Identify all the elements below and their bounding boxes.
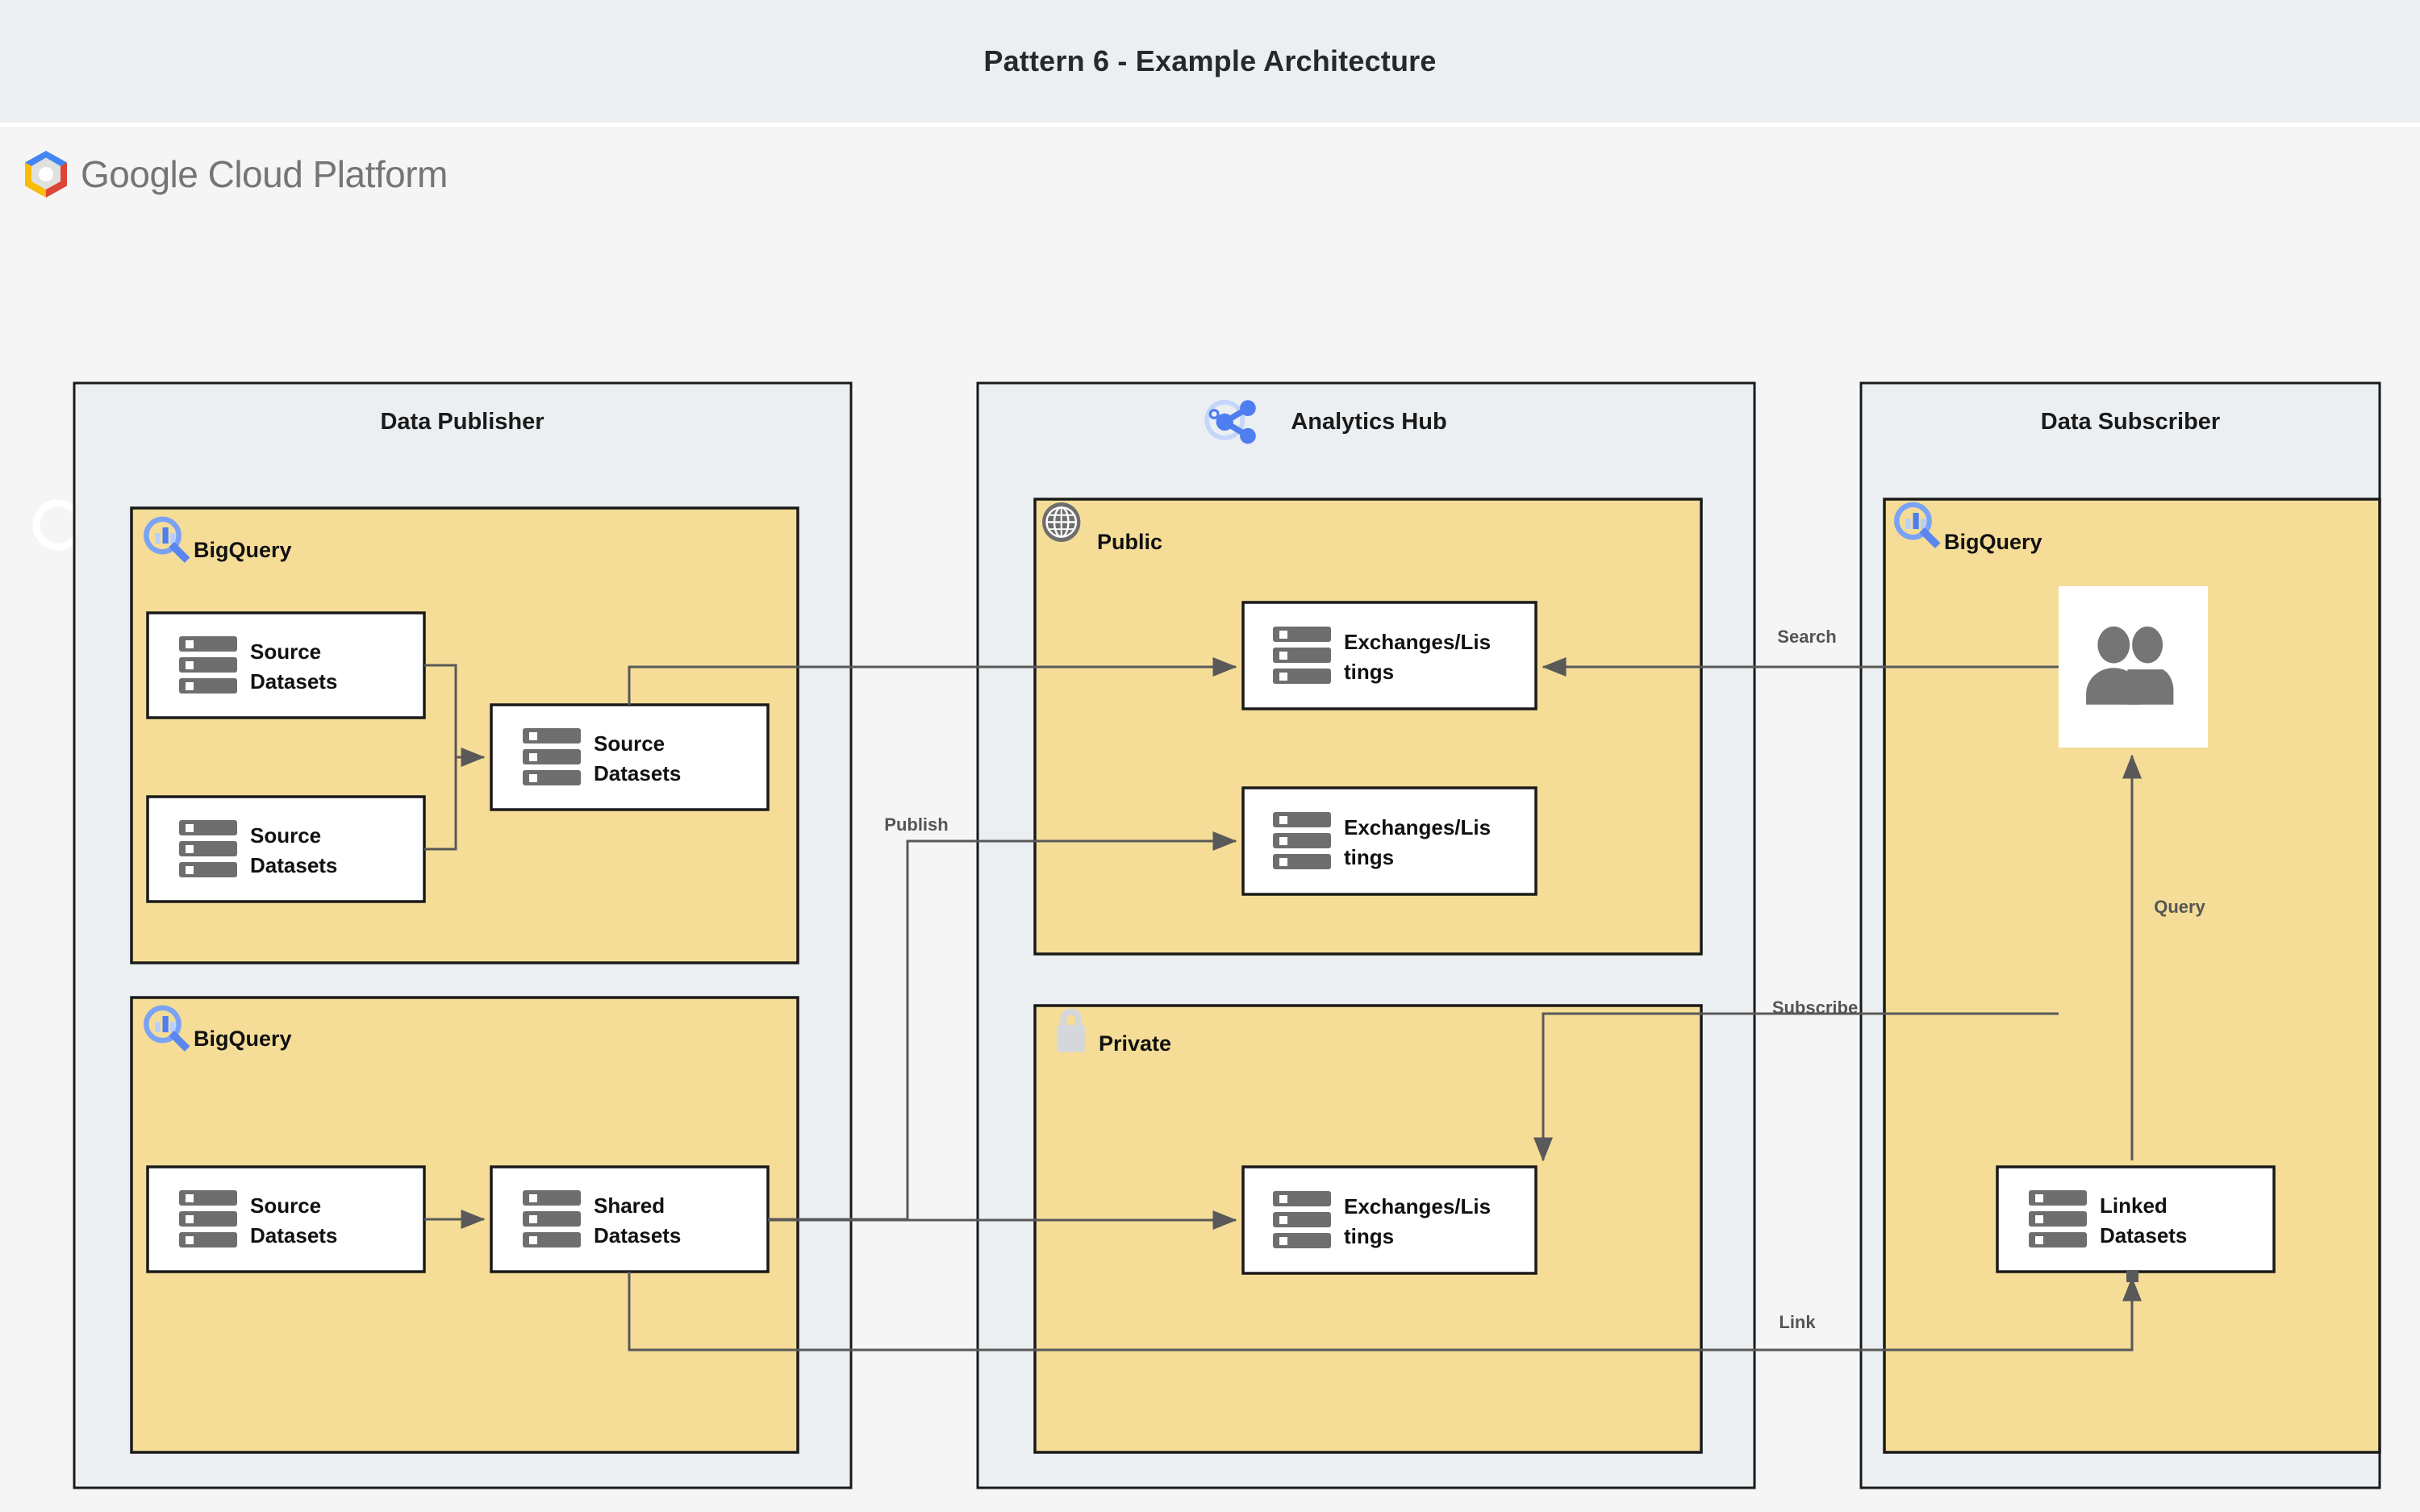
zone-data-subscriber[interactable]: Data Subscriber BigQuery bbox=[1859, 381, 2381, 1489]
edge-link-label: Link bbox=[1779, 1312, 1816, 1332]
node-hub-private-listing-1-line1: Exchanges/Lis bbox=[1344, 1194, 1491, 1218]
group-hub-public-title: Public bbox=[1097, 530, 1162, 554]
node-sub-linked-line2: Datasets bbox=[2100, 1223, 2187, 1248]
gcp-hexagon-icon bbox=[25, 151, 67, 198]
node-pub-source-2-line2: Datasets bbox=[250, 853, 337, 877]
datasets-icon bbox=[179, 636, 237, 694]
node-hub-public-listing-2-line2: tings bbox=[1344, 845, 1394, 869]
node-hub-public-listing-2-line1: Exchanges/Lis bbox=[1344, 815, 1491, 839]
connector-source1-to-source3 bbox=[424, 664, 486, 767]
datasets-icon bbox=[1273, 627, 1331, 684]
node-sub-linked-line1: Linked bbox=[2100, 1193, 2168, 1218]
group-hub-public[interactable]: Public Exchanges/Lis tings bbox=[1033, 498, 1703, 956]
node-pub-source-3[interactable]: Source Datasets bbox=[490, 703, 770, 811]
node-pub-shared-1[interactable]: Shared Datasets bbox=[490, 1165, 770, 1273]
node-hub-public-listing-1-line1: Exchanges/Lis bbox=[1344, 630, 1491, 654]
connector-publish-top bbox=[628, 657, 1237, 705]
globe-icon bbox=[1041, 501, 1082, 544]
node-pub-source-4-line1: Source bbox=[250, 1193, 321, 1218]
group-publisher-bigquery-bottom-title: BigQuery bbox=[194, 1027, 292, 1051]
zone-analytics-hub[interactable]: Analytics Hub Public Exchanges/Lis bbox=[976, 381, 1756, 1489]
node-pub-source-3-line1: Source bbox=[594, 731, 665, 756]
node-pub-source-1-line1: Source bbox=[250, 639, 321, 664]
node-pub-source-4-line2: Datasets bbox=[250, 1223, 337, 1248]
node-pub-source-3-line2: Datasets bbox=[594, 761, 681, 785]
datasets-icon bbox=[523, 1190, 581, 1248]
datasets-icon bbox=[523, 728, 581, 785]
node-hub-public-listing-2[interactable]: Exchanges/Lis tings bbox=[1241, 786, 1538, 896]
group-publisher-bigquery-top-title: BigQuery bbox=[194, 538, 292, 562]
node-sub-users-rect bbox=[2059, 586, 2208, 748]
node-pub-source-2[interactable]: Source Datasets bbox=[146, 795, 426, 903]
edge-publish-top bbox=[628, 657, 1237, 705]
connector-link bbox=[628, 1272, 2142, 1352]
edge-subscribe: Subscribe bbox=[1533, 998, 2059, 1162]
edge-link: Link bbox=[628, 1272, 2142, 1352]
gcp-logo-text: Google Cloud Platform bbox=[81, 153, 448, 195]
datasets-icon bbox=[2029, 1190, 2087, 1248]
group-publisher-bigquery-bottom[interactable]: BigQuery Source Datasets bbox=[130, 996, 799, 1454]
zone-data-publisher[interactable]: Data Publisher BigQuery Source bbox=[73, 381, 853, 1489]
connector-subscribe bbox=[1533, 1012, 2059, 1162]
edge-search-label: Search bbox=[1777, 627, 1836, 647]
node-pub-shared-1-line2: Datasets bbox=[594, 1223, 681, 1248]
node-pub-shared-1-line1: Shared bbox=[594, 1193, 665, 1218]
group-subscriber-bigquery-title: BigQuery bbox=[1944, 530, 2042, 554]
gcp-logo: Google Cloud Platform bbox=[23, 149, 448, 199]
connector-endpoint-dot bbox=[2126, 1270, 2138, 1282]
edge-query: Query bbox=[2122, 754, 2206, 1160]
edge-subscribe-label: Subscribe bbox=[1772, 998, 1858, 1018]
group-publisher-bigquery-top[interactable]: BigQuery Source Datasets bbox=[130, 506, 799, 964]
connector-source2-to-source3 bbox=[424, 757, 457, 851]
edge-query-label: Query bbox=[2154, 897, 2205, 917]
zone-data-publisher-title: Data Publisher bbox=[380, 409, 544, 435]
node-pub-source-2-line1: Source bbox=[250, 823, 321, 848]
node-hub-public-listing-1-line2: tings bbox=[1344, 660, 1394, 684]
page-title: Pattern 6 - Example Architecture bbox=[983, 44, 1437, 77]
node-hub-public-listing-1[interactable]: Exchanges/Lis tings bbox=[1241, 601, 1538, 710]
zone-analytics-hub-title: Analytics Hub bbox=[1291, 409, 1446, 435]
diagram-canvas: Google Cloud Platform bbox=[0, 127, 2420, 1512]
architecture-diagram: Data Publisher BigQuery Source bbox=[32, 381, 2381, 1489]
node-pub-source-4[interactable]: Source Datasets bbox=[146, 1165, 426, 1273]
datasets-icon bbox=[1273, 1191, 1331, 1248]
datasets-icon bbox=[179, 820, 237, 877]
node-hub-private-listing-1[interactable]: Exchanges/Lis tings bbox=[1241, 1165, 1538, 1275]
edge-publish-label: Publish bbox=[884, 814, 948, 835]
group-hub-private[interactable]: Private Exchanges/Lis tings bbox=[1033, 1004, 1703, 1454]
datasets-icon bbox=[179, 1190, 237, 1248]
datasets-icon bbox=[1273, 812, 1331, 869]
node-pub-source-1-line2: Datasets bbox=[250, 669, 337, 694]
node-sub-linked[interactable]: Linked Datasets bbox=[1996, 1165, 2276, 1273]
zone-data-subscriber-title: Data Subscriber bbox=[2041, 409, 2220, 435]
node-sub-users[interactable] bbox=[2059, 586, 2208, 748]
group-hub-private-title: Private bbox=[1099, 1031, 1171, 1056]
node-hub-private-listing-1-line2: tings bbox=[1344, 1224, 1394, 1248]
node-pub-source-1[interactable]: Source Datasets bbox=[146, 611, 426, 719]
edge-search: Search bbox=[1542, 627, 2059, 677]
title-bar: Pattern 6 - Example Architecture bbox=[0, 0, 2420, 123]
